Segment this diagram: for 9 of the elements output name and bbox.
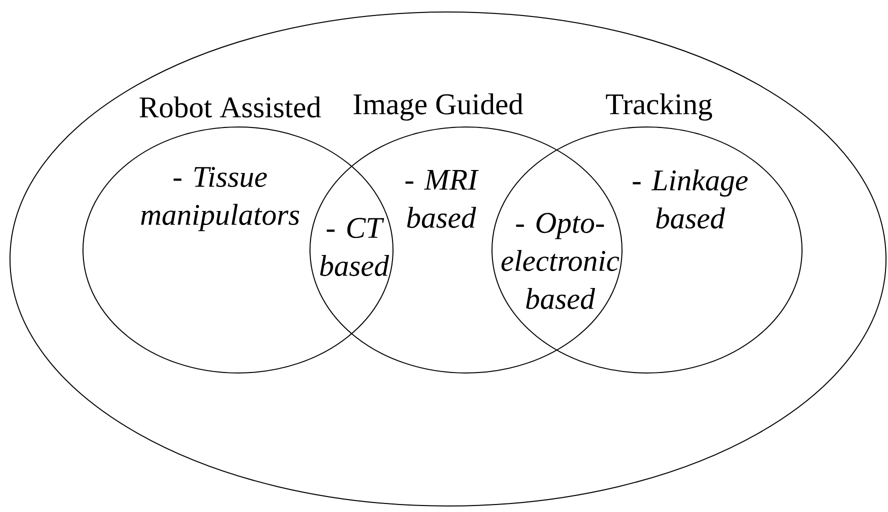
circle-heading: Tracking xyxy=(606,93,712,121)
circle-heading: Robot Assisted xyxy=(140,96,321,118)
overlap-text: - CT based xyxy=(320,218,390,276)
overlap-text: - Opto- electronic based xyxy=(502,212,620,310)
outer-ellipse xyxy=(10,12,886,506)
circle-text: - Linkage based xyxy=(632,169,748,229)
circle-heading: Image Guided xyxy=(354,93,524,121)
circle-text: - Tissue manipulators xyxy=(141,166,300,232)
circle-text: - MRI based xyxy=(405,170,479,228)
